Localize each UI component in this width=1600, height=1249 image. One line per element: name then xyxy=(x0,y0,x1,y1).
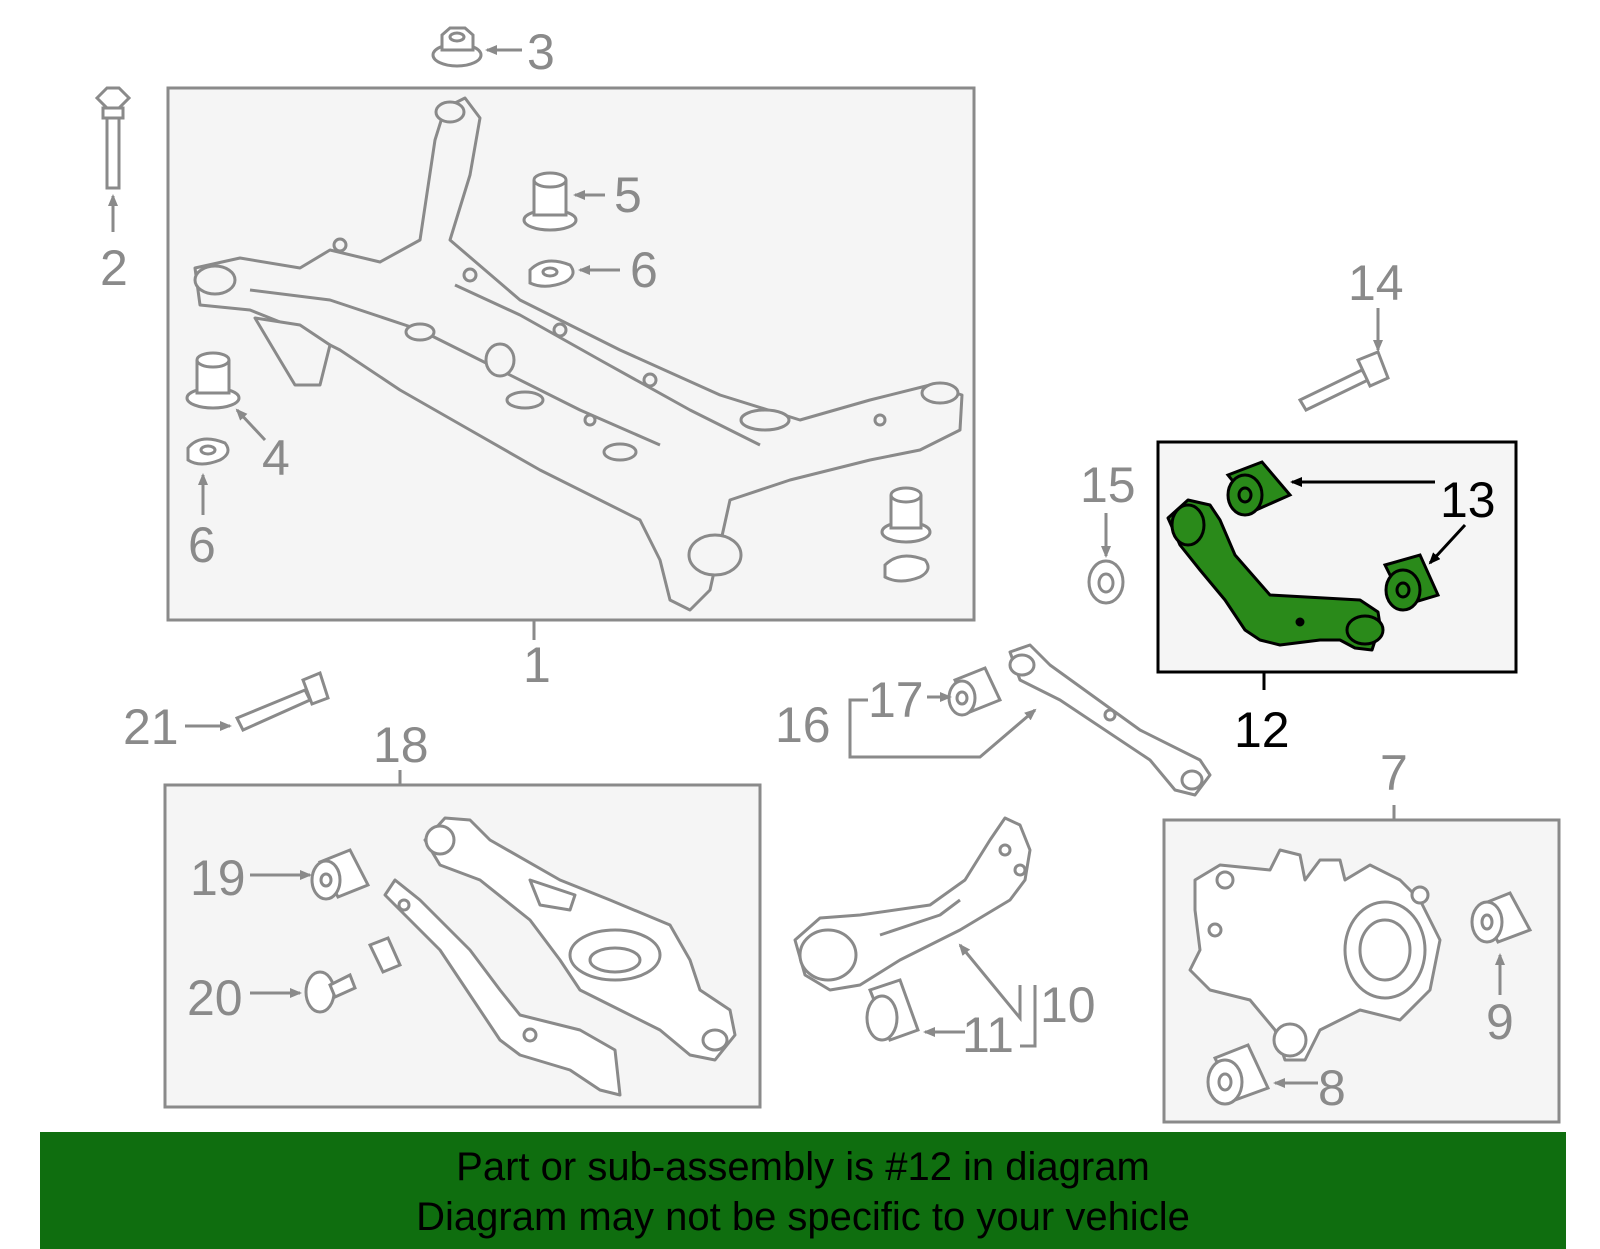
callout-18: 18 xyxy=(373,717,429,773)
callout-6-bottom: 6 xyxy=(188,517,216,573)
subframe-crossmember xyxy=(193,96,964,612)
washer-part-6-bottom xyxy=(186,437,230,466)
callout-17: 17 xyxy=(868,672,924,728)
knuckle-part-7 xyxy=(1188,848,1442,1062)
upper-control-arm-part-12 xyxy=(1166,498,1385,652)
callout-16: 16 xyxy=(775,697,831,753)
bushing-part-11 xyxy=(865,978,920,1042)
bushing-part-17 xyxy=(947,666,1003,717)
callout-7: 7 xyxy=(1380,745,1408,801)
bolt-part-14 xyxy=(1297,350,1390,412)
bolt-part-21 xyxy=(234,670,330,732)
callout-14: 14 xyxy=(1348,255,1404,311)
washer-part-15 xyxy=(1087,559,1125,605)
nut-part-3 xyxy=(431,26,483,68)
callout-10: 10 xyxy=(1040,977,1096,1033)
bolt-part-2 xyxy=(94,86,132,190)
callout-8: 8 xyxy=(1318,1060,1346,1116)
link-arm-part-16 xyxy=(1008,643,1212,797)
callout-5: 5 xyxy=(614,167,642,223)
callout-21: 21 xyxy=(123,699,179,755)
banner-line-2: Diagram may not be specific to your vehi… xyxy=(416,1195,1190,1239)
washer-part-6-top xyxy=(528,259,575,288)
callout-1: 1 xyxy=(523,637,551,693)
bushing-part-8 xyxy=(1206,1043,1271,1106)
bushing-part-4 xyxy=(185,351,241,410)
callout-20: 20 xyxy=(187,970,243,1026)
callout-3: 3 xyxy=(527,24,555,80)
callout-11: 11 xyxy=(962,1007,1014,1063)
callout-19: 19 xyxy=(190,850,246,906)
callout-15: 15 xyxy=(1080,457,1136,513)
lower-arm-brace-part-18 xyxy=(383,878,622,1097)
info-banner: Part or sub-assembly is #12 in diagram D… xyxy=(40,1132,1566,1249)
callout-13: 13 xyxy=(1440,472,1496,528)
bushing-part-9 xyxy=(1470,891,1533,944)
callout-12: 12 xyxy=(1234,702,1290,758)
trailing-arm-part-10 xyxy=(793,816,1032,992)
bushing-part-13-a xyxy=(1225,460,1293,517)
clip-part-18 xyxy=(367,936,402,974)
lower-arm-part-18 xyxy=(423,816,737,1062)
callout-2: 2 xyxy=(100,240,128,296)
bushing-part-19 xyxy=(310,848,371,901)
callout-6-top: 6 xyxy=(630,242,658,298)
bushing-part-13-b xyxy=(1382,553,1441,612)
banner-line-1: Part or sub-assembly is #12 in diagram xyxy=(456,1145,1150,1189)
bushing-part-5 xyxy=(522,171,578,232)
callout-9: 9 xyxy=(1486,994,1514,1050)
bolt-part-20 xyxy=(304,970,357,1014)
bushing-right-subframe xyxy=(880,486,932,583)
callout-4: 4 xyxy=(262,430,290,486)
